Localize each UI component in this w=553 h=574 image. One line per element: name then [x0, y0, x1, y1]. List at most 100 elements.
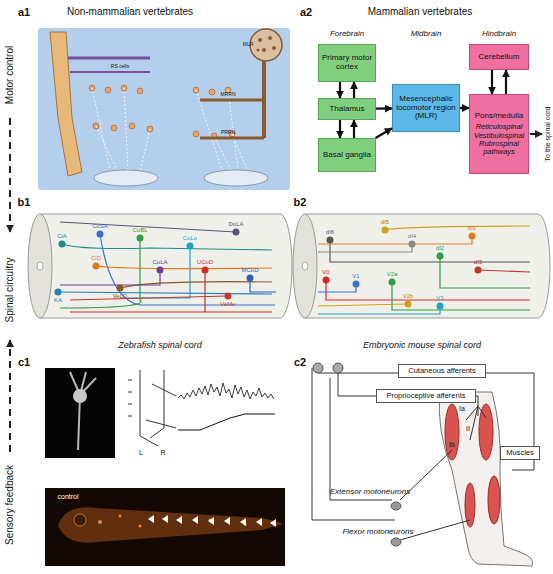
relay-axon [70, 71, 150, 73]
connector-arrow [460, 107, 469, 109]
node-title: Basal ganglia [323, 151, 371, 160]
mlr-projection [200, 137, 264, 140]
rs-cells [89, 85, 235, 139]
connector-arrow [491, 70, 493, 94]
figure-label: Flexor motoneurons [342, 528, 413, 536]
cell-type-label: dI4 [408, 233, 416, 239]
figure-label: Ib [449, 441, 455, 448]
node-title: Muscles [506, 449, 534, 457]
arrowheads [148, 515, 276, 527]
connector-arrow [339, 120, 341, 138]
cell-type-label: CoLo [183, 235, 197, 241]
panel-background [38, 28, 290, 190]
panel-letter: b2 [294, 197, 307, 208]
figure-label: MRRN [221, 92, 236, 97]
label-box: Cutaneous afferents [398, 364, 486, 378]
dashed-arrow [9, 118, 11, 232]
mlr-projection [200, 99, 264, 102]
larva-body [58, 507, 283, 542]
cell-type-label: dI1 [468, 225, 476, 231]
panel-letter: c2 [294, 357, 306, 368]
axis-label: Motor control [5, 46, 15, 104]
cell-type-label: dI3 [474, 259, 482, 265]
neuron-somata [55, 229, 254, 300]
lamprey-brain-illustration [38, 28, 290, 190]
figure-label: RS cells [111, 64, 129, 69]
cell-type-label: V2a [387, 271, 398, 277]
mlr-dots [257, 36, 277, 52]
voltage-trace [178, 383, 274, 399]
micrograph [45, 368, 115, 458]
body-schematic [128, 370, 176, 446]
brain-region-box: Mesencephalic locomotor region (MLR) [392, 84, 460, 132]
panel-title: Mammalian vertebrates [368, 7, 472, 17]
cord-end [28, 214, 52, 318]
panel-letter: c1 [18, 357, 30, 368]
node-title: Cutaneous afferents [408, 367, 475, 375]
panel-title: Non-mammalian vertebrates [67, 7, 193, 17]
node-title: Mesencephalic locomotor region (MLR) [395, 95, 457, 121]
label-box: Muscles [500, 446, 540, 460]
brain-region-box: Thalamus [318, 98, 376, 120]
cord-end [293, 214, 317, 318]
larva-image [45, 488, 285, 566]
zebrafish-cord-illustration [28, 214, 292, 318]
relay-axon [68, 57, 150, 60]
figure-label: MLR [243, 42, 254, 47]
column-header: Midbrain [411, 30, 442, 38]
cell-type-label: dI5 [381, 219, 389, 225]
connector-arrow [376, 128, 392, 138]
column-header: Hindbrain [482, 30, 516, 38]
muscle [445, 404, 459, 460]
cell-type-label: CoBL [132, 227, 147, 233]
cell-type-label: dI2 [436, 245, 444, 251]
motor-trace [178, 414, 275, 430]
node-title: Primary motor cortex [321, 54, 373, 72]
figure-label: L [139, 449, 143, 456]
spinal-tube [50, 32, 82, 176]
mouse-cord-illustration [293, 214, 550, 318]
recording-illustration [45, 368, 285, 566]
cell-type-label: V3 [436, 295, 443, 301]
brain-region-box: Cerebellum [469, 44, 529, 70]
mlr-network [250, 29, 282, 61]
node-title: Thalamus [329, 105, 364, 114]
panel-title: Zebrafish spinal cord [118, 341, 202, 350]
panel-letter: a1 [18, 7, 30, 18]
central-canal [302, 262, 308, 270]
cell-type-label: CiD [91, 255, 101, 261]
cell-type-label: V0 [322, 269, 329, 275]
figure-label: R [160, 449, 165, 456]
ganglion-cell [333, 363, 343, 373]
cell-type-label: V2b [403, 293, 414, 299]
figure-label: control [57, 493, 78, 500]
cell-type-label: V1 [352, 273, 359, 279]
neuron-soma [73, 389, 87, 403]
leg-outline [439, 392, 533, 566]
label-box: Proprioceptive afferents [376, 389, 476, 403]
cell-type-label: CiA [57, 233, 67, 239]
muscle [479, 404, 493, 460]
neuron-somata [323, 227, 482, 310]
node-title: Pons/medulla [475, 112, 523, 121]
fluorescent-cells [98, 515, 247, 528]
larva-eye [74, 514, 86, 526]
central-canal [37, 262, 43, 270]
connector-arrow [353, 120, 355, 138]
connector-arrow [339, 82, 341, 98]
panel-title: Embryonic mouse spinal cord [363, 341, 481, 350]
cell-type-label: MCoD [241, 267, 258, 273]
muscle [488, 476, 500, 524]
axis-label: Sensory feedback [5, 465, 15, 545]
cell-type-label: UCoD [197, 259, 213, 265]
motoneuron [391, 538, 401, 546]
column-header: Forebrain [330, 30, 364, 38]
connector-arrow [376, 107, 392, 109]
neuron-axons [318, 226, 530, 314]
cord-section [94, 170, 158, 186]
figure-label: Ia [459, 405, 465, 412]
dashed-arrow [9, 340, 11, 452]
cell-type-label: VeLD [113, 293, 128, 299]
